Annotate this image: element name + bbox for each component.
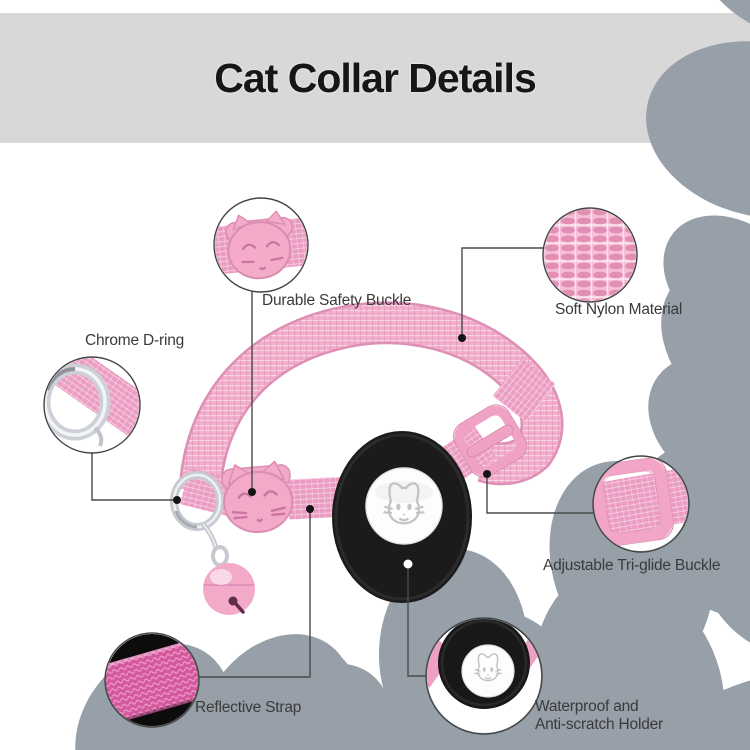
- line-reflective: [199, 512, 311, 678]
- line-holder: [407, 567, 427, 677]
- triglide-buckle: [453, 404, 527, 478]
- label-holder: Waterproof and Anti-scratch Holder: [535, 698, 663, 734]
- callout-ring: [43, 356, 141, 454]
- dot-reflective: [306, 505, 314, 513]
- label-dring: Chrome D-ring: [85, 332, 185, 349]
- callout-circle-nylon: [542, 207, 638, 303]
- page-title: Cat Collar Details: [214, 54, 536, 101]
- line-nylon: [461, 247, 543, 334]
- line-dring: [91, 453, 173, 501]
- dot-safety-buckle: [248, 488, 256, 496]
- callout-ring: [213, 197, 309, 293]
- callout-circle-safety-buckle: [213, 197, 309, 293]
- callout-ring: [104, 632, 200, 728]
- bell-clasp: [201, 522, 229, 567]
- callout-circle-holder: [425, 617, 543, 735]
- bell: [203, 563, 255, 615]
- callout-lines: [91, 247, 594, 678]
- label-holder-line1: Waterproof and: [535, 698, 639, 715]
- title-banner: Cat Collar Details: [0, 13, 750, 143]
- dot-holder: [403, 559, 413, 569]
- label-holder-line2: Anti-scratch Holder: [535, 716, 663, 733]
- line-triglide: [486, 477, 594, 514]
- dot-triglide: [483, 470, 491, 478]
- label-safety-buckle: Durable Safety Buckle: [262, 292, 412, 309]
- callout-circle-triglide: [592, 455, 690, 553]
- dot-nylon: [458, 334, 466, 342]
- callout-ring: [592, 455, 690, 553]
- callout-ring: [542, 207, 638, 303]
- reflective-segment-right-upper: [492, 0, 750, 750]
- callout-dots: [173, 334, 491, 569]
- label-reflective: Reflective Strap: [195, 699, 302, 716]
- label-triglide: Adjustable Tri-glide Buckle: [543, 557, 721, 574]
- dot-dring: [173, 496, 181, 504]
- callout-ring: [425, 617, 543, 735]
- airtag-holder: [332, 431, 472, 603]
- cat-face-buckle: [221, 460, 294, 534]
- label-nylon: Soft Nylon Material: [555, 301, 683, 318]
- callout-circle-dring: [43, 356, 141, 454]
